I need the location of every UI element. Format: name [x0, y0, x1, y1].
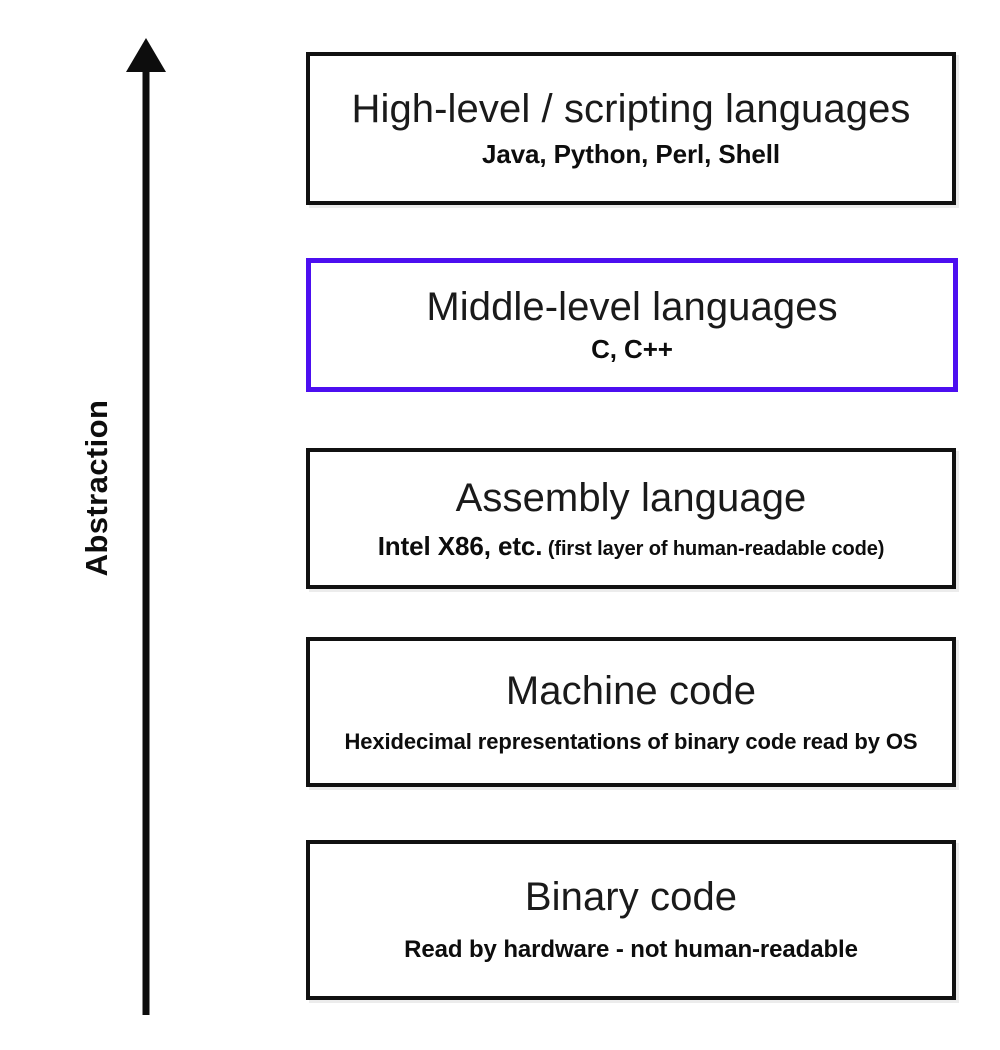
layer-subtitle: Intel X86, etc.	[377, 530, 543, 561]
abstraction-axis: Abstraction	[0, 0, 300, 1050]
layer-box-binary-code[interactable]: Binary code Read by hardware - not human…	[306, 840, 956, 1000]
layer-title: Middle-level languages	[426, 285, 838, 330]
abstraction-layer-stack: High-level / scripting languages Java, P…	[306, 0, 958, 1050]
layer-subtitle: Java, Python, Perl, Shell	[481, 139, 781, 170]
layer-box-machine-code[interactable]: Machine code Hexidecimal representations…	[306, 637, 956, 787]
layer-subtitle: Hexidecimal representations of binary co…	[344, 728, 918, 754]
layer-box-middle-level[interactable]: Middle-level languages C, C++	[306, 258, 958, 392]
layer-subtitle: C, C++	[591, 334, 673, 365]
axis-label-abstraction: Abstraction	[79, 399, 114, 577]
layer-box-assembly[interactable]: Assembly language Intel X86, etc. (first…	[306, 448, 956, 589]
layer-title: Assembly language	[455, 475, 807, 520]
layer-subtitle-row: Intel X86, etc. (first layer of human-re…	[377, 530, 885, 561]
layer-box-high-level[interactable]: High-level / scripting languages Java, P…	[306, 52, 956, 205]
layer-title: High-level / scripting languages	[351, 87, 911, 132]
layer-title: Binary code	[524, 875, 738, 920]
layer-title: Machine code	[505, 669, 757, 714]
up-arrow-icon	[126, 38, 166, 1015]
layer-subtitle: Read by hardware - not human-readable	[404, 936, 858, 964]
layer-subtitle-note: (first layer of human-readable code)	[542, 537, 885, 560]
